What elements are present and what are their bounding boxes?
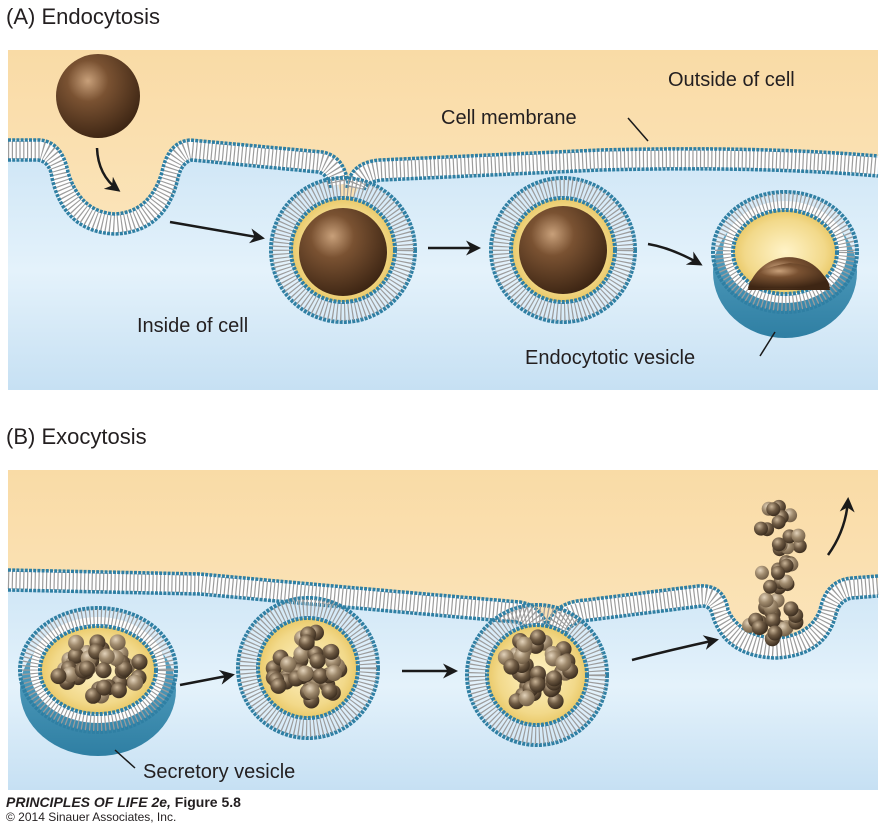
- granule-icon: [131, 653, 148, 670]
- granule-icon: [766, 502, 781, 517]
- granule-icon: [783, 601, 799, 617]
- granule-icon: [297, 665, 314, 682]
- granule-icon: [116, 660, 133, 677]
- vesicle-closed: [489, 176, 637, 324]
- inside-of-cell-label: Inside of cell: [137, 315, 248, 337]
- granule-icon: [753, 521, 768, 536]
- granule-icon: [298, 634, 315, 651]
- secretory-vesicle: [18, 606, 178, 756]
- leader-line: [627, 117, 649, 142]
- arrow-icon: [95, 147, 121, 192]
- granule-icon: [309, 652, 326, 669]
- granule-icon: [758, 592, 774, 608]
- granule-icon: [325, 665, 342, 682]
- cell-membrane-label: Cell membrane: [441, 107, 577, 129]
- inside-region: [8, 582, 878, 790]
- arrow-icon: [826, 497, 855, 556]
- granule-icon: [280, 656, 297, 673]
- granule-icon: [751, 620, 767, 636]
- vesicle-fusing: [465, 603, 609, 747]
- granule-icon: [791, 528, 806, 543]
- granule-icon: [110, 682, 127, 699]
- granule-icon: [78, 660, 95, 677]
- particle-icon: [299, 208, 387, 296]
- granule-icon: [303, 683, 320, 700]
- granule-cluster: [497, 629, 579, 710]
- leader-line: [114, 749, 136, 769]
- cell-membrane-b: [7, 568, 879, 660]
- cell-membrane-a: [8, 138, 879, 236]
- copyright: © 2014 Sinauer Associates, Inc.: [6, 810, 177, 824]
- panel-b-title: (B) Exocytosis: [6, 424, 147, 449]
- granule-cluster: [50, 634, 148, 704]
- endocytotic-vesicle-label: Endocytotic vesicle: [525, 347, 695, 369]
- leader-line: [759, 331, 776, 357]
- granule-icon: [270, 677, 287, 694]
- granule-icon: [792, 539, 807, 554]
- granule-icon: [516, 636, 533, 653]
- granule-icon: [518, 690, 535, 707]
- granule-icon: [765, 612, 781, 628]
- granule-icon: [555, 655, 572, 672]
- granule-icon: [98, 648, 115, 665]
- arrow-icon: [179, 669, 235, 687]
- granule-icon: [529, 676, 546, 693]
- granule-icon: [109, 634, 126, 651]
- granule-icon: [503, 658, 520, 675]
- endocytotic-vesicle: [711, 190, 859, 338]
- granule-icon: [323, 643, 340, 660]
- granule-icon: [67, 647, 84, 664]
- granule-icon: [62, 666, 79, 683]
- particle-icon: [519, 206, 607, 294]
- particle-icon: [56, 54, 140, 138]
- secretory-vesicle-label: Secretory vesicle: [143, 761, 295, 783]
- granule-icon: [767, 625, 783, 641]
- panel-a-title: (A) Endocytosis: [6, 4, 161, 29]
- granule-icon: [321, 683, 338, 700]
- granule-icon: [95, 679, 112, 696]
- granule-icon: [312, 667, 329, 684]
- vesicle-pinching: [269, 176, 417, 324]
- granule-icon: [50, 668, 67, 685]
- released-granules: [742, 499, 807, 647]
- book-title: PRINCIPLES OF LIFE 2e,: [6, 794, 171, 810]
- figure-caption: PRINCIPLES OF LIFE 2e, Figure 5.8 © 2014…: [6, 794, 241, 824]
- vesicle-approaching: [236, 596, 380, 740]
- inside-region: [8, 152, 878, 390]
- granule-icon: [771, 515, 786, 530]
- granule-icon: [771, 537, 786, 552]
- arrow-icon: [647, 242, 703, 266]
- outside-of-cell-label: Outside of cell: [668, 69, 795, 91]
- granule-icon: [127, 674, 144, 691]
- granule-icon: [754, 565, 769, 580]
- arrow-icon: [631, 635, 719, 662]
- arrow-icon: [169, 220, 265, 244]
- granule-icon: [546, 670, 563, 687]
- granule-cluster: [265, 624, 348, 709]
- granule-icon: [85, 687, 102, 704]
- figure-number: Figure 5.8: [170, 794, 241, 810]
- granule-icon: [529, 629, 546, 646]
- granule-icon: [771, 565, 786, 580]
- granule-icon: [763, 579, 778, 594]
- granule-icon: [95, 662, 112, 679]
- panel-a: Outside of cell Cell membrane Inside of …: [8, 50, 879, 390]
- panel-b: Secretory vesicle: [7, 470, 879, 790]
- granule-icon: [68, 634, 85, 651]
